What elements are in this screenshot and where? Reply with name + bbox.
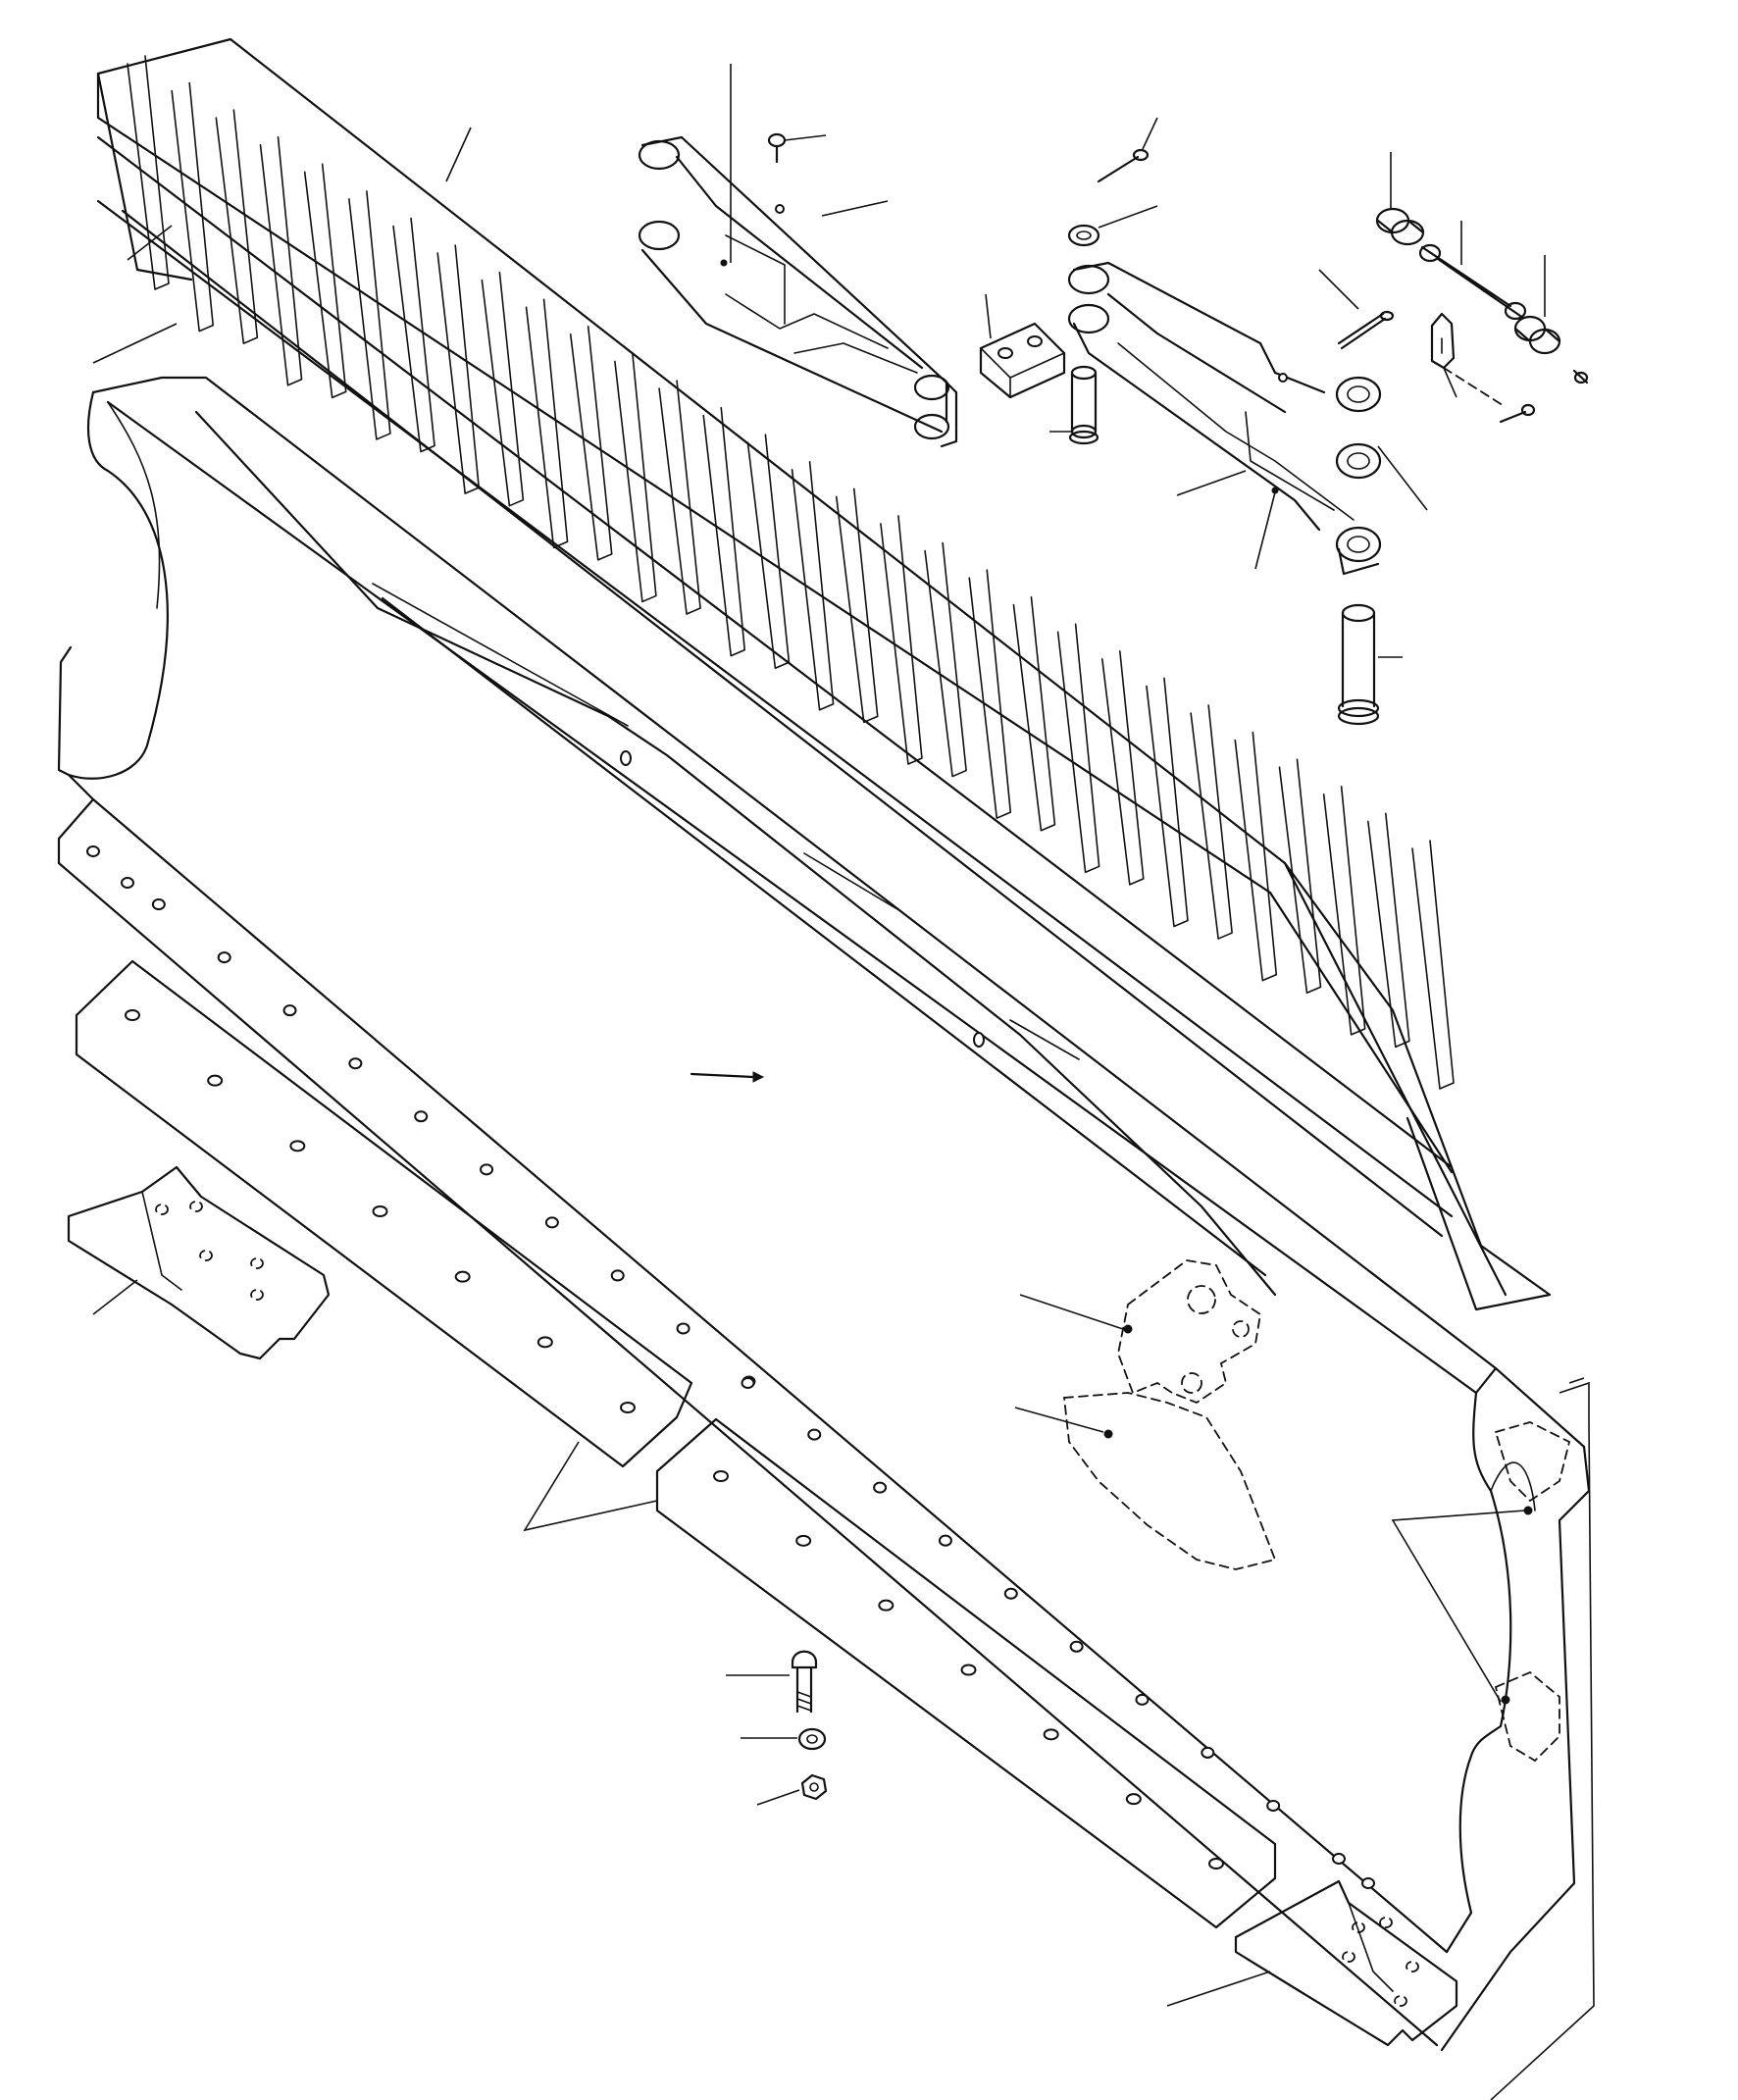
end-bit-right: [1166, 1879, 1458, 2047]
bolt-hole: [938, 1534, 952, 1547]
grille-bar: [1367, 812, 1410, 1049]
bushing-upper: [1375, 152, 1425, 246]
bolt-hole: [873, 1481, 888, 1494]
bolt-hole: [960, 1664, 977, 1676]
bolt-hole: [125, 1009, 140, 1021]
bolt-hole: [1043, 1728, 1059, 1741]
trunnion-bracket: [1019, 1259, 1261, 1405]
bolt-hole: [1125, 1793, 1142, 1806]
bolt-hole: [348, 1057, 363, 1070]
bolt-hole: [1208, 1858, 1224, 1870]
grille-bar: [1012, 595, 1056, 832]
upper-link-right: [1067, 261, 1428, 576]
lock-washer: [741, 1727, 827, 1751]
bolt-hole: [807, 1428, 822, 1441]
grille-bar: [348, 190, 391, 440]
bolt-hole: [151, 898, 166, 911]
end-bit-left: [67, 1165, 331, 1360]
blade-body: [57, 376, 1591, 2052]
cutting-edge-left: [75, 959, 693, 1468]
grille-bar: [702, 406, 746, 657]
bolt-hole: [289, 1140, 306, 1152]
bolt-hole: [480, 1163, 494, 1176]
bolt-hole: [121, 877, 134, 889]
lock-plate: [1430, 312, 1507, 408]
grille-bar: [791, 460, 835, 711]
grille-bar: [1056, 623, 1100, 874]
pin-long: [1337, 603, 1403, 726]
bolt-hole: [713, 1470, 729, 1482]
bolt-hole: [1332, 1853, 1346, 1865]
bolt-hole: [676, 1322, 690, 1335]
pin-short: [1049, 365, 1099, 445]
small-bolts: [767, 117, 1589, 424]
bolt-hole: [454, 1270, 471, 1283]
grille-bar: [968, 569, 1012, 819]
cotter-pin: [1318, 269, 1395, 350]
grille-bar: [1234, 731, 1278, 982]
grille-bar: [259, 135, 303, 386]
rock-guard: [96, 37, 1552, 1311]
grille-bar: [658, 380, 701, 615]
grille-bar: [1322, 786, 1366, 1036]
bolt-hole: [1135, 1693, 1150, 1706]
grille-bar: [1146, 677, 1189, 928]
bolt-hole: [544, 1216, 559, 1229]
bolt-hole: [878, 1599, 895, 1612]
bolt-hole: [1003, 1587, 1018, 1600]
upper-link-left: [638, 64, 958, 448]
grille-bar: [1411, 840, 1455, 1090]
grille-bar: [835, 487, 879, 724]
bolt-hole: [620, 1402, 636, 1413]
bolt: [726, 1650, 818, 1714]
grille-bar: [303, 163, 347, 399]
spacer-block: [979, 293, 1066, 399]
bolt-hole: [86, 845, 100, 857]
grille-bar: [614, 352, 657, 603]
grille-bar: [171, 81, 214, 333]
bolt-hole: [414, 1110, 429, 1123]
grille-bar: [1100, 650, 1145, 886]
bolt-hole: [795, 1534, 812, 1547]
bolt-hole: [1201, 1746, 1215, 1759]
grille-bar: [924, 541, 967, 778]
bushing-lower: [1513, 255, 1561, 355]
grille-bar: [481, 271, 525, 507]
shaft: [1418, 221, 1527, 321]
grille-bar: [436, 244, 481, 494]
bolt-hole: [217, 951, 231, 964]
grille-bar: [746, 434, 791, 670]
grille-bar: [525, 298, 569, 549]
nut: [756, 1773, 828, 1806]
bolt-hole: [1361, 1877, 1375, 1889]
bolt-hole: [282, 1004, 297, 1017]
bolt-hole: [1069, 1640, 1084, 1653]
mounting-bracket: [1014, 1392, 1277, 1570]
bolt-hole: [372, 1205, 388, 1217]
grille-bar: [569, 326, 613, 561]
washer: [1067, 205, 1158, 247]
bolt-hole: [1266, 1799, 1281, 1812]
grille-bar: [127, 55, 170, 290]
bolt-hole: [207, 1074, 224, 1087]
grille-bar: [392, 217, 435, 453]
grille-bars: [127, 55, 1455, 1090]
bolt-hole: [741, 1377, 755, 1389]
grille-bar: [1190, 704, 1233, 940]
blade-bolt-holes: [86, 845, 1375, 1889]
grille-bar: [1278, 758, 1322, 995]
end-pin-brackets: [1391, 1381, 1595, 2100]
grille-bar: [880, 515, 923, 765]
cutting-edge-right: [655, 1417, 1277, 1929]
bolt-hole: [610, 1269, 625, 1282]
grille-bar: [215, 109, 259, 344]
bolt-hole: [537, 1336, 553, 1349]
